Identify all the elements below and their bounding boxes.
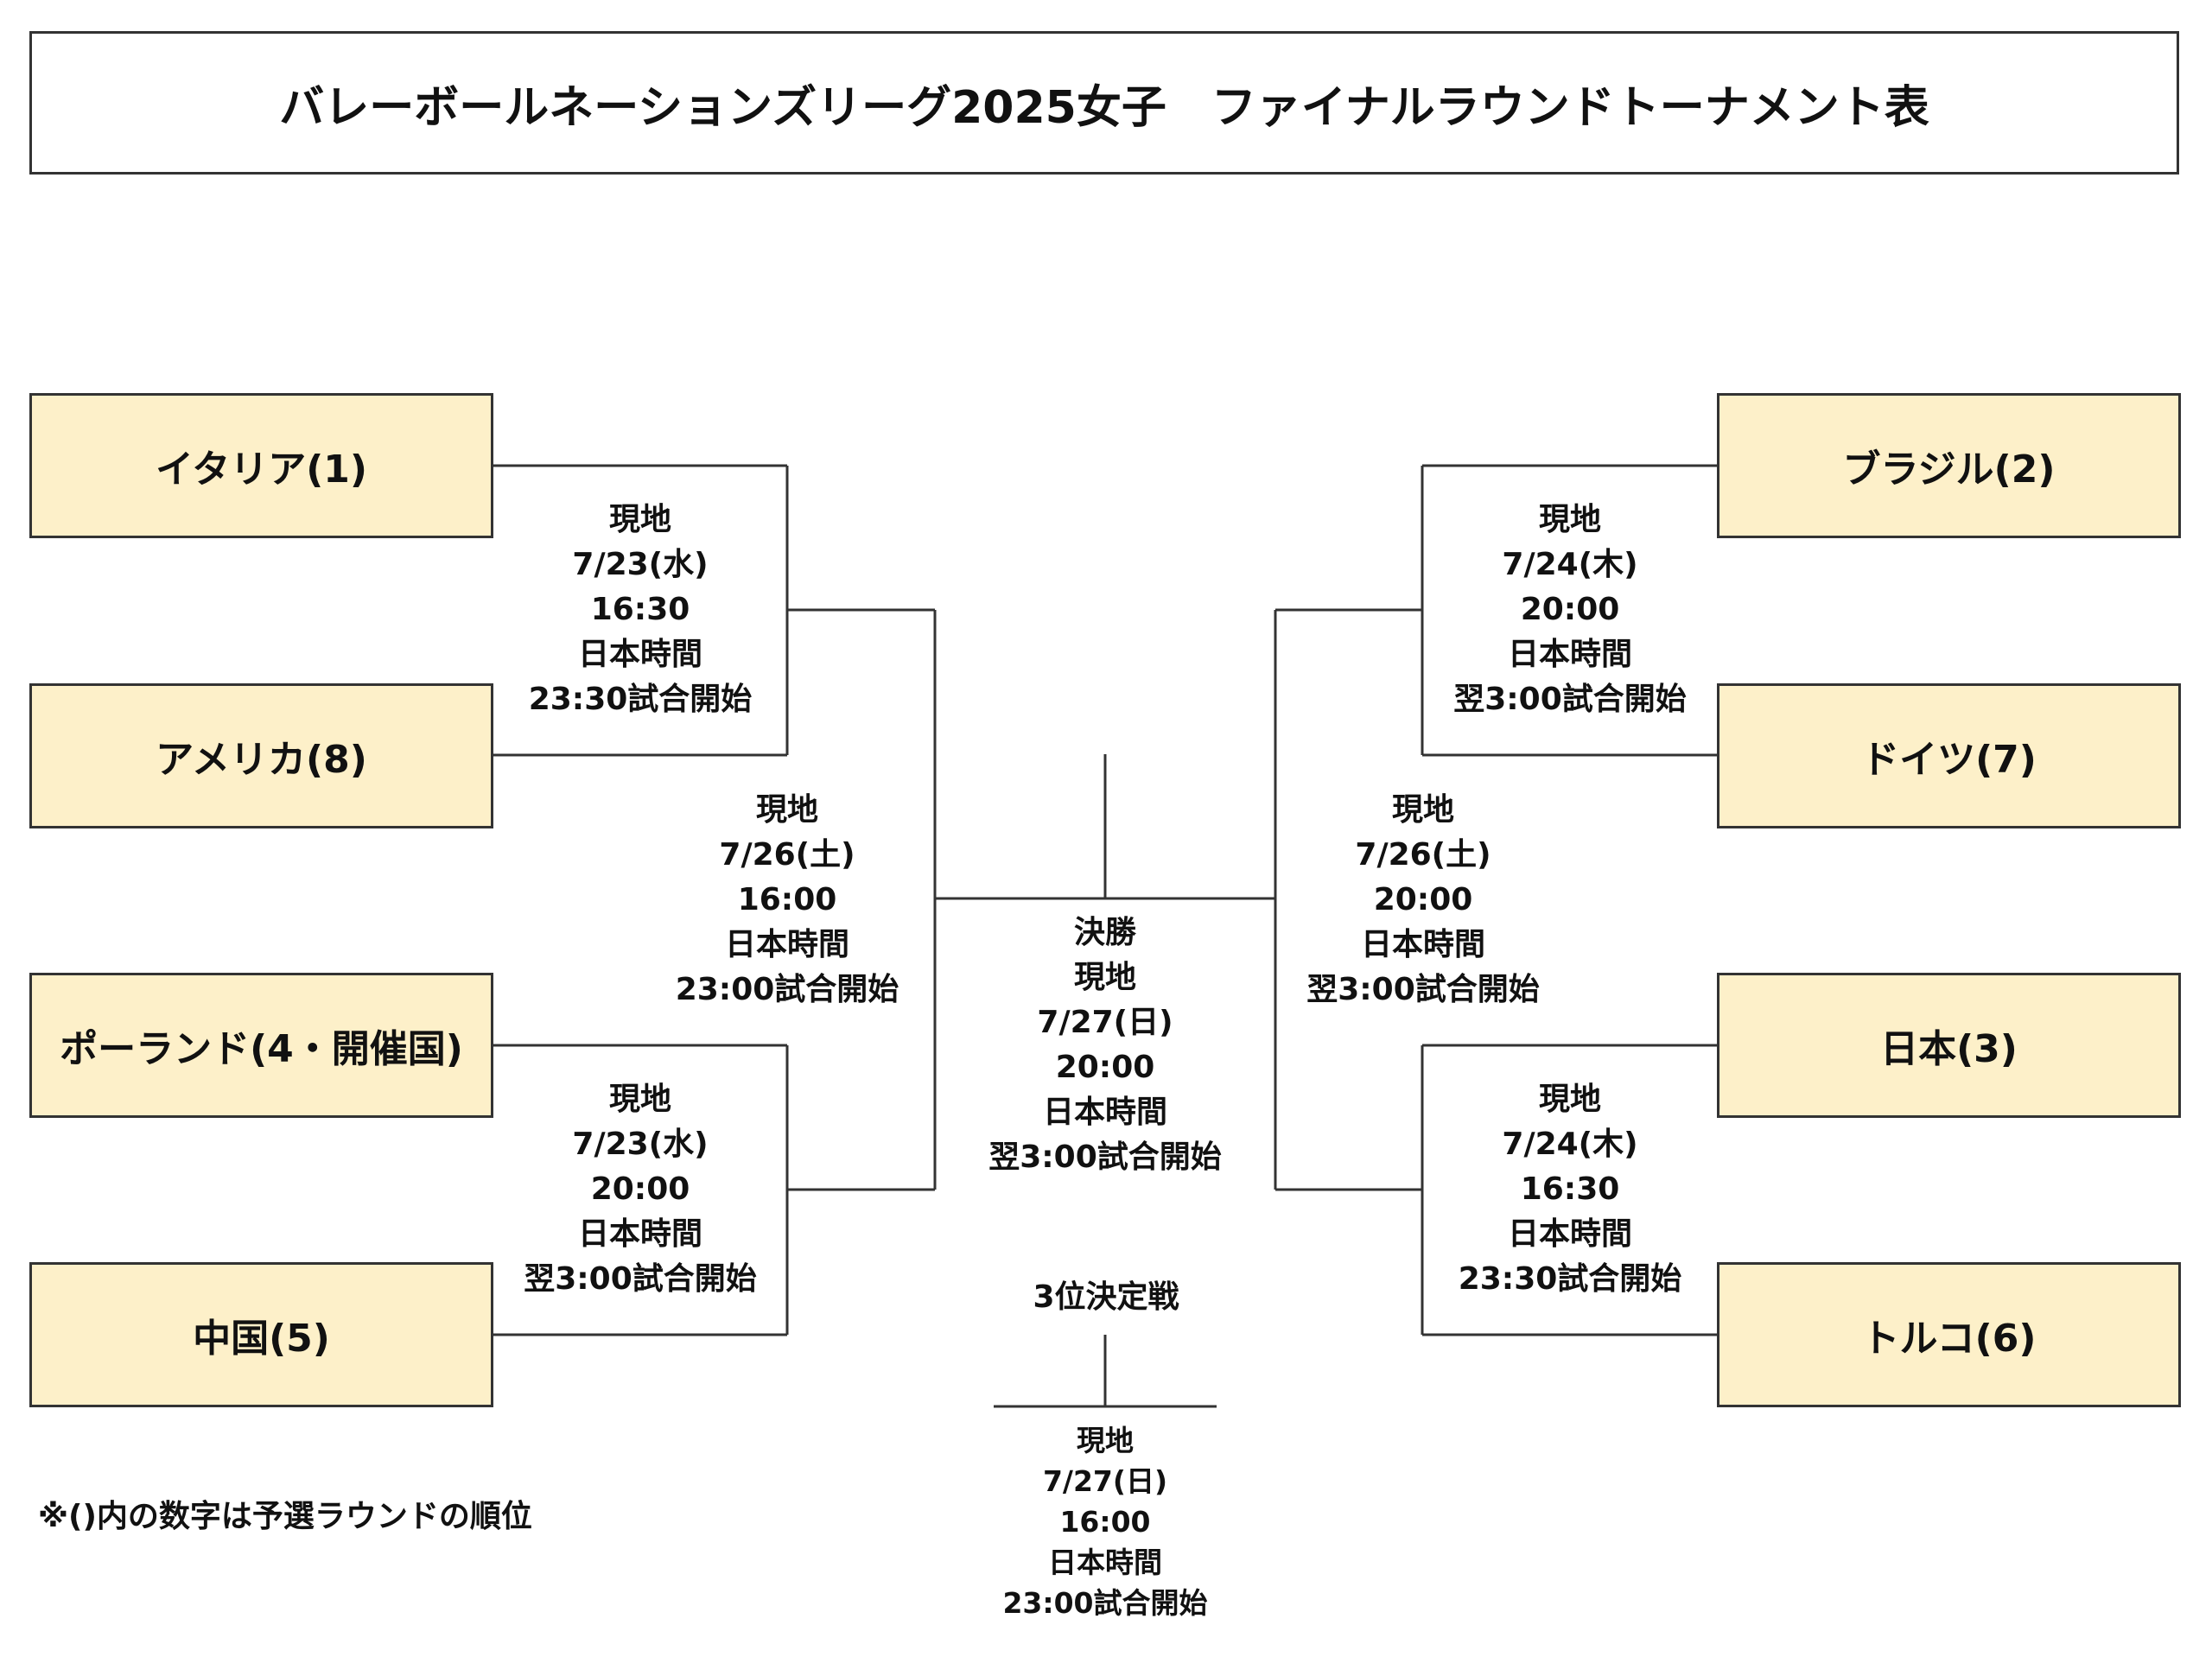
match-info-line: 20:00 — [1373, 882, 1473, 917]
team-box-germany: ドイツ(7) — [1717, 683, 2181, 828]
match-info-line: 日本時間 — [724, 927, 849, 962]
match-info-final: 決勝 現地 7/27(日) 20:00 日本時間 翌3:00試合開始 — [924, 911, 1287, 1180]
match-info-qf-italy-usa: 現地 7/23(水) 16:30 日本時間 23:30試合開始 — [459, 498, 822, 722]
match-info-line: 16:30 — [1520, 1171, 1620, 1207]
match-info-line: 7/27(日) — [1037, 1005, 1173, 1040]
match-info-line: 現地 — [1538, 1082, 1601, 1117]
match-info-line: 16:00 — [737, 882, 837, 917]
match-info-line: 23:30試合開始 — [1458, 1261, 1682, 1297]
match-info-line: 7/26(土) — [719, 837, 855, 873]
team-box-brazil: ブラジル(2) — [1717, 393, 2181, 538]
match-info-line: 日本時間 — [1042, 1095, 1167, 1130]
match-info-line: 日本時間 — [1507, 637, 1632, 672]
team-box-italy: イタリア(1) — [29, 393, 493, 538]
match-info-third-place: 現地 7/27(日) 16:00 日本時間 23:00試合開始 — [924, 1420, 1287, 1623]
match-info-line: 23:30試合開始 — [528, 682, 753, 717]
match-info-line: 7/24(木) — [1502, 1127, 1638, 1162]
match-info-line: 20:00 — [590, 1171, 690, 1207]
match-info-line: 日本時間 — [577, 637, 702, 672]
page-title: バレーボールネーションズリーグ2025女子 ファイナルラウンドトーナメント表 — [29, 31, 2179, 175]
footnote: ※()内の数字は予選ラウンドの順位 — [38, 1499, 532, 1534]
team-box-usa: アメリカ(8) — [29, 683, 493, 828]
match-info-line: 決勝 — [1073, 915, 1136, 950]
match-info-line: 日本時間 — [1360, 927, 1485, 962]
team-box-turkey: トルコ(6) — [1717, 1262, 2181, 1407]
match-info-line: 7/26(土) — [1355, 837, 1491, 873]
match-info-line: 翌3:00試合開始 — [1306, 972, 1540, 1007]
match-info-sf-right: 現地 7/26(土) 20:00 日本時間 翌3:00試合開始 — [1242, 788, 1605, 1012]
team-box-china: 中国(5) — [29, 1262, 493, 1407]
match-info-line: 16:30 — [590, 592, 690, 627]
match-info-line: 翌3:00試合開始 — [988, 1139, 1222, 1175]
match-info-line: 翌3:00試合開始 — [524, 1261, 757, 1297]
match-info-line: 日本時間 — [577, 1216, 702, 1252]
team-box-poland: ポーランド(4・開催国) — [29, 973, 493, 1118]
match-info-line: 7/24(木) — [1502, 547, 1638, 582]
third-place-label: 3位決定戦 — [1033, 1279, 1179, 1315]
match-info-line: 現地 — [608, 1082, 671, 1117]
match-info-line: 16:00 — [1059, 1505, 1151, 1539]
match-info-line: 日本時間 — [1048, 1546, 1162, 1579]
match-info-line: 翌3:00試合開始 — [1453, 682, 1687, 717]
match-info-line: 7/23(水) — [572, 1127, 709, 1162]
match-info-line: 7/23(水) — [572, 547, 709, 582]
team-box-japan: 日本(3) — [1717, 973, 2181, 1118]
match-info-line: 現地 — [1391, 792, 1454, 828]
match-info-line: 20:00 — [1055, 1050, 1155, 1085]
match-info-line: 現地 — [1073, 960, 1136, 995]
match-info-line: 7/27(日) — [1042, 1464, 1168, 1498]
match-info-line: 現地 — [1077, 1424, 1134, 1457]
match-info-line: 20:00 — [1520, 592, 1620, 627]
match-info-line: 現地 — [755, 792, 818, 828]
match-info-line: 23:00試合開始 — [675, 972, 899, 1007]
match-info-qf-japan-turkey: 現地 7/24(木) 16:30 日本時間 23:30試合開始 — [1389, 1077, 1751, 1302]
match-info-line: 日本時間 — [1507, 1216, 1632, 1252]
match-info-line: 現地 — [608, 502, 671, 537]
match-info-line: 23:00試合開始 — [1002, 1586, 1208, 1620]
match-info-qf-brazil-germany: 現地 7/24(木) 20:00 日本時間 翌3:00試合開始 — [1389, 498, 1751, 722]
match-info-line: 現地 — [1538, 502, 1601, 537]
match-info-sf-left: 現地 7/26(土) 16:00 日本時間 23:00試合開始 — [606, 788, 969, 1012]
match-info-qf-poland-china: 現地 7/23(水) 20:00 日本時間 翌3:00試合開始 — [459, 1077, 822, 1302]
